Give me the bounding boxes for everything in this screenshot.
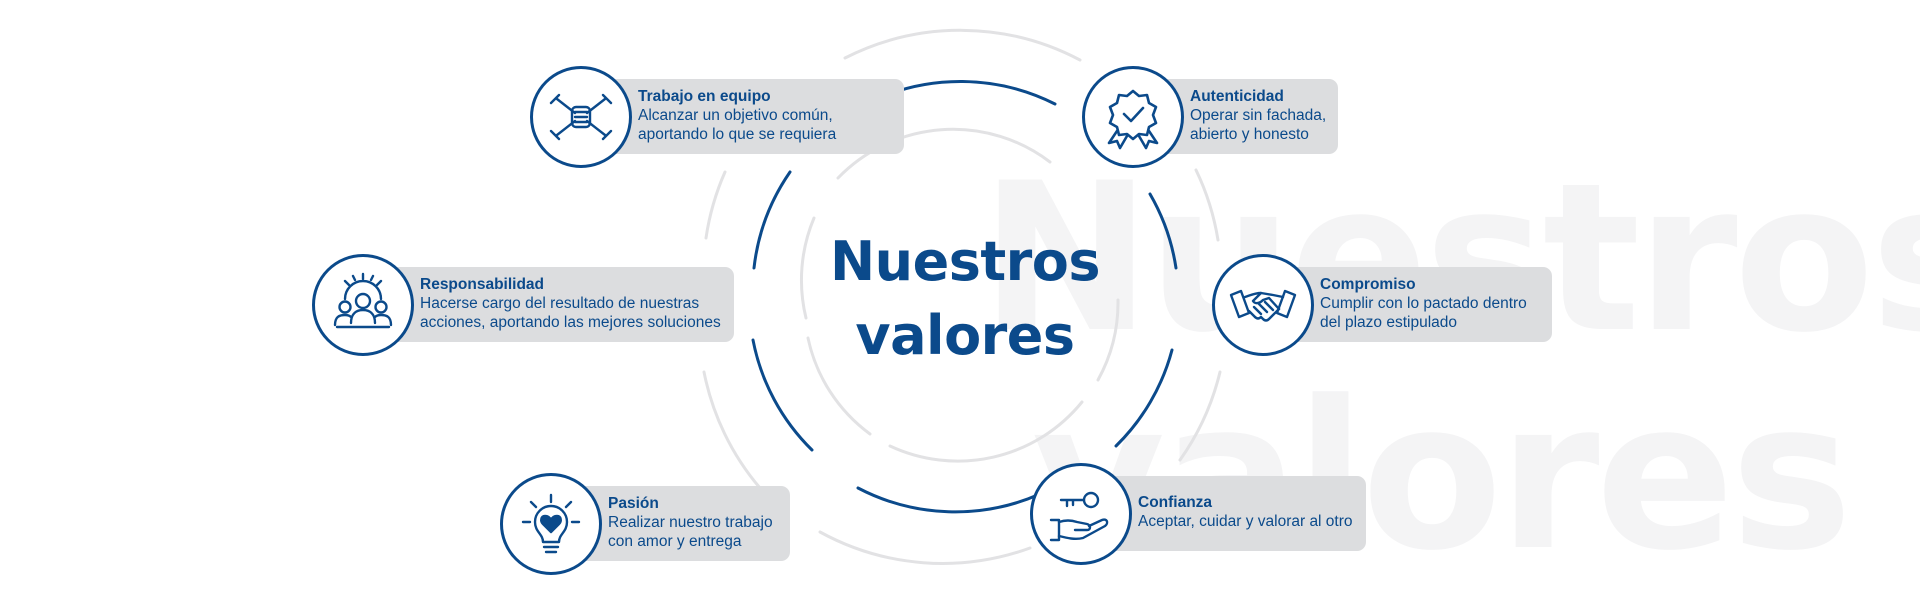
value-pill bbox=[578, 79, 904, 154]
center-title-line-1: Nuestros bbox=[829, 230, 1101, 293]
outer-ring-arc-top bbox=[843, 28, 1082, 62]
outer-ring-arc-right-lower bbox=[1178, 370, 1222, 462]
outer-ring-arc-right bbox=[1194, 168, 1220, 242]
middle-ring-arc-right-upper bbox=[1148, 192, 1178, 270]
middle-ring-arc-right-lower bbox=[1114, 348, 1174, 448]
value-desc-line-2: aportando lo que se requiera bbox=[638, 126, 837, 143]
value-title: Compromiso bbox=[1320, 276, 1416, 293]
inner-ring-arc-bottom bbox=[888, 400, 1084, 463]
inner-ring-arc-left bbox=[799, 216, 816, 320]
value-title: Autenticidad bbox=[1190, 88, 1284, 105]
middle-ring-arc-left-upper bbox=[752, 170, 792, 270]
value-pill bbox=[360, 267, 734, 342]
value-title: Responsabilidad bbox=[420, 276, 545, 293]
value-desc-line-1: Realizar nuestro trabajo bbox=[608, 514, 773, 531]
center-title: Nuestros valores bbox=[800, 225, 1130, 373]
handshake-icon bbox=[1212, 254, 1314, 356]
value-desc-line-2: del plazo estipulado bbox=[1320, 314, 1458, 331]
value-desc-line-1: Operar sin fachada, bbox=[1190, 107, 1327, 124]
middle-ring-arc-bottom bbox=[856, 486, 1042, 514]
outer-ring-arc-left-lower bbox=[702, 370, 762, 490]
value-text: Confianza Aceptar, cuidar y valorar al o… bbox=[1138, 493, 1353, 531]
value-title: Confianza bbox=[1138, 494, 1213, 511]
value-text: Responsabilidad Hacerse cargo del result… bbox=[420, 275, 721, 332]
value-text: Pasión Realizar nuestro trabajo con amor… bbox=[608, 494, 773, 551]
value-desc-line-1: Alcanzar un objetivo común, bbox=[638, 107, 833, 124]
people-gear-icon bbox=[312, 254, 414, 356]
value-desc-line-2: abierto y honesto bbox=[1190, 126, 1309, 143]
value-title: Pasión bbox=[608, 495, 659, 512]
value-desc-line-1: Hacerse cargo del resultado de nuestras bbox=[420, 295, 700, 312]
value-text: Trabajo en equipo Alcanzar un objetivo c… bbox=[638, 87, 836, 144]
watermark-text: Nuestros valores bbox=[980, 150, 1920, 586]
value-text: Compromiso Cumplir con lo pactado dentro… bbox=[1320, 275, 1527, 332]
teamwork-hands-icon bbox=[530, 66, 632, 168]
inner-ring-arc-top bbox=[836, 127, 1052, 180]
hand-key-icon bbox=[1030, 463, 1132, 565]
award-badge-icon bbox=[1082, 66, 1184, 168]
value-text: Autenticidad Operar sin fachada, abierto… bbox=[1190, 87, 1326, 144]
center-title-line-2: valores bbox=[855, 304, 1075, 367]
value-title: Trabajo en equipo bbox=[638, 88, 771, 105]
outer-ring-arc-left bbox=[704, 170, 727, 240]
value-desc-line-2: acciones, aportando las mejores solucion… bbox=[420, 314, 721, 331]
inner-ring-arc-left-lower bbox=[806, 336, 872, 436]
inner-ring-arc-right bbox=[1096, 298, 1120, 382]
value-desc-line-2: con amor y entrega bbox=[608, 533, 742, 550]
outer-ring-arc-bottom bbox=[818, 530, 1032, 565]
lightbulb-heart-icon bbox=[500, 473, 602, 575]
value-desc-line-1: Aceptar, cuidar y valorar al otro bbox=[1138, 513, 1353, 530]
value-desc-line-1: Cumplir con lo pactado dentro bbox=[1320, 295, 1527, 312]
middle-ring-arc-left-lower bbox=[751, 338, 814, 452]
